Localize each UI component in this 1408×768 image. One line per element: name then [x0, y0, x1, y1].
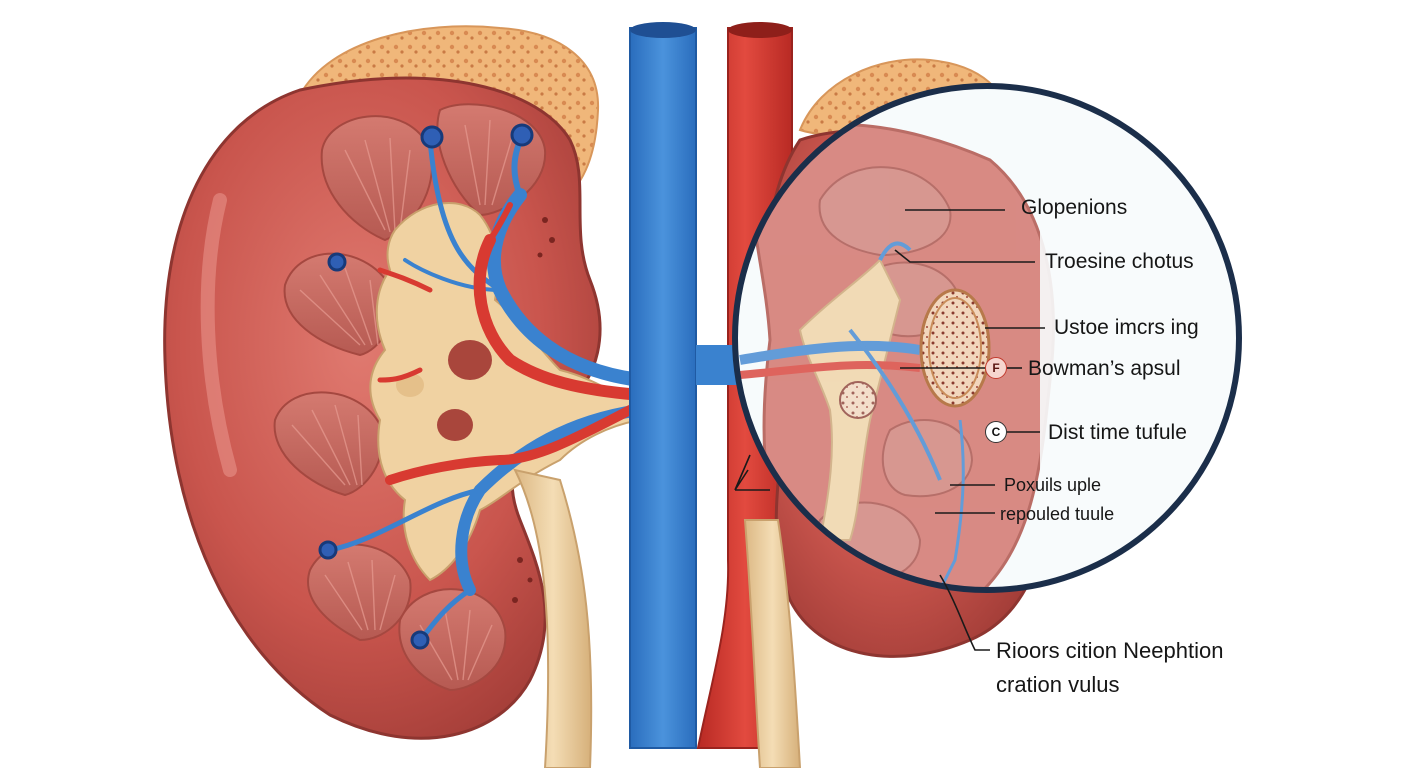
- label-nephron-line2: cration vulus: [996, 672, 1120, 697]
- pyramid: [398, 588, 507, 692]
- pyramid: [320, 115, 433, 242]
- label-nephron-line1: Rioors cition Neephtion: [996, 638, 1224, 663]
- label-reabsorbed-tubule: repouled tuule: [1000, 504, 1115, 524]
- label-convoluted-tubule: Troesine chotus: [1045, 250, 1194, 273]
- label-proximal-tubule: Poxuils uple: [1004, 475, 1102, 495]
- leader-lines: [734, 209, 1045, 651]
- magnifier-ring: [732, 83, 1242, 593]
- label-interstitial: Ustoe imcrs ing: [1054, 316, 1199, 339]
- label-glomerulus: Glopenions: [1021, 196, 1128, 219]
- left-kidney: [163, 25, 647, 768]
- marker-f: F: [985, 357, 1007, 379]
- vessel-dots: [318, 123, 534, 650]
- marker-c: C: [985, 421, 1007, 443]
- bowman-capsule-detail: [919, 288, 991, 408]
- label-distal-tubule: Dist time tufule: [1048, 421, 1187, 444]
- left-ureter: [513, 468, 593, 768]
- left-renal-pelvis: [369, 202, 641, 582]
- vena-cava: [629, 27, 697, 749]
- label-bowman-capsule: Bowman’s apsul: [1028, 357, 1181, 380]
- magnifier-lens: [732, 83, 1242, 593]
- right-ureter: [743, 519, 802, 768]
